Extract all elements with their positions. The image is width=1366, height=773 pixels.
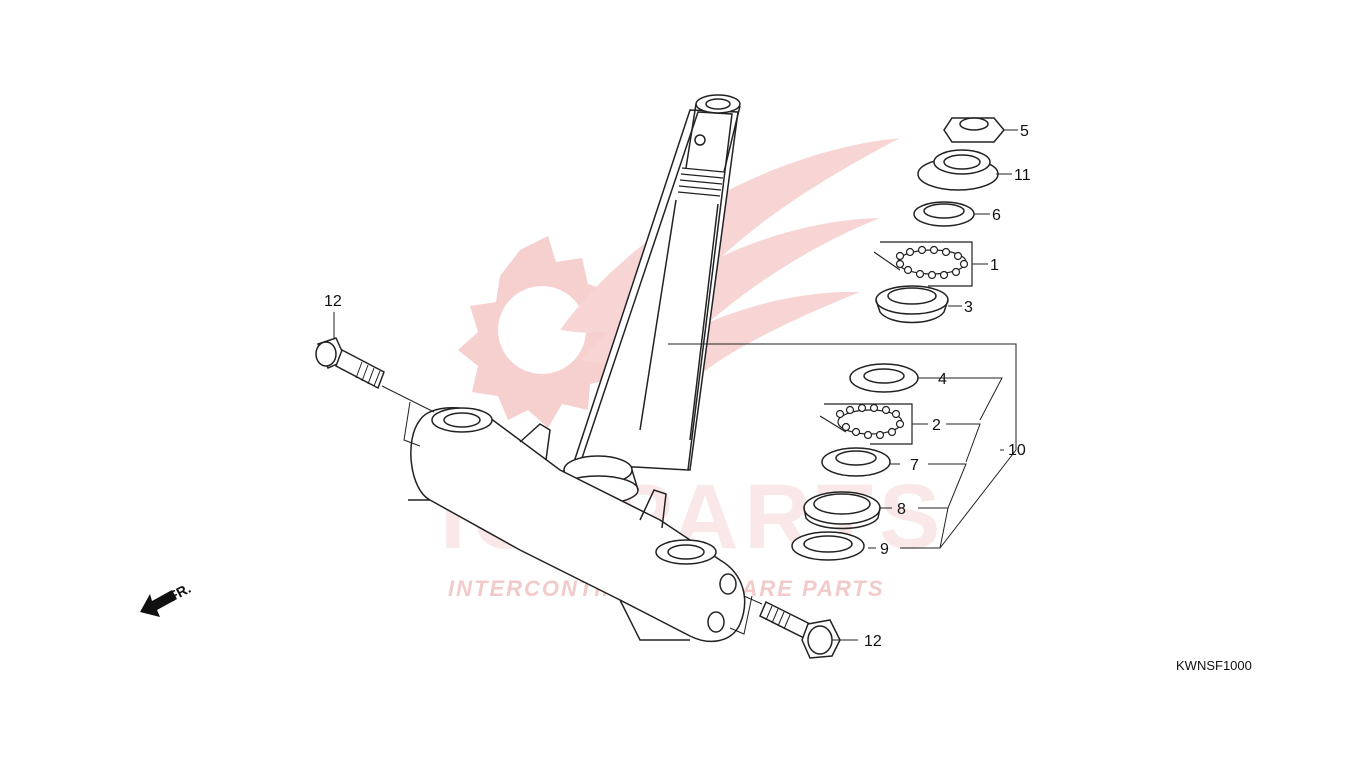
callout-8: 8 xyxy=(897,501,906,518)
callout-11: 11 xyxy=(1014,167,1031,184)
leader-lines xyxy=(333,129,1018,641)
part-2-ball-retainer xyxy=(819,403,913,445)
callout-1: 1 xyxy=(990,257,999,274)
callout-9: 9 xyxy=(880,541,889,558)
drawing-code: KWNSF1000 xyxy=(1176,658,1252,673)
callout-6: 6 xyxy=(992,207,1001,224)
bolt-12-lower xyxy=(729,595,841,659)
callout-7: 7 xyxy=(910,457,919,474)
part-1-ball-retainer xyxy=(873,241,973,287)
callout-3: 3 xyxy=(964,299,973,316)
part-9-washer xyxy=(791,531,865,561)
arrow-left-icon xyxy=(140,590,177,617)
watermark-gear-icon xyxy=(458,236,626,428)
front-direction-marker: FR. xyxy=(140,580,193,617)
callout-12-upper: 12 xyxy=(324,293,342,310)
part-5-nut xyxy=(943,117,1005,143)
part-4-race xyxy=(849,363,919,393)
bolt-12-upper xyxy=(315,337,435,447)
callout-12-lower: 12 xyxy=(864,633,882,650)
callout-labels: 5 11 6 1 3 4 2 10 7 8 9 12 12 xyxy=(324,123,1031,650)
part-7-race xyxy=(821,447,891,477)
callout-10: 10 xyxy=(1008,442,1026,459)
callout-4: 4 xyxy=(938,371,947,388)
part-3-cone-race xyxy=(875,285,949,324)
part-11-locknut xyxy=(917,149,999,191)
bottom-bridge xyxy=(408,407,746,643)
callout-2: 2 xyxy=(932,417,941,434)
part-6-race xyxy=(913,201,975,227)
callout-5: 5 xyxy=(1020,123,1029,140)
